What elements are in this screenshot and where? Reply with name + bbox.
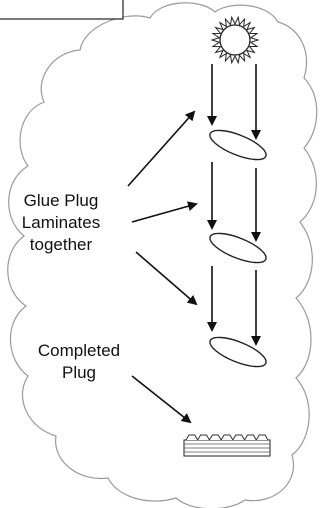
glue-label-line-2: Laminates (21, 213, 101, 232)
completed-plug-label: Completed Plug (18, 340, 140, 384)
glue-plug-label: Glue Plug Laminates together (0, 190, 122, 256)
glue-label-line-3: together (29, 235, 93, 254)
glue-arrow-3 (135, 251, 198, 306)
laminate-layer-2 (209, 232, 267, 264)
laminate-layer-1 (209, 129, 267, 161)
top-left-box (0, 0, 124, 20)
glue-label-line-1: Glue Plug (23, 191, 99, 210)
laminate-layer-3 (209, 336, 267, 368)
completed-plug-icon (183, 434, 271, 457)
glue-arrow-1 (127, 110, 196, 187)
sun-icon (210, 15, 260, 65)
completed-label-line-2: Plug (61, 363, 97, 382)
glue-arrow-2 (131, 201, 198, 223)
completed-arrow (131, 375, 192, 424)
completed-label-line-1: Completed (37, 341, 121, 360)
